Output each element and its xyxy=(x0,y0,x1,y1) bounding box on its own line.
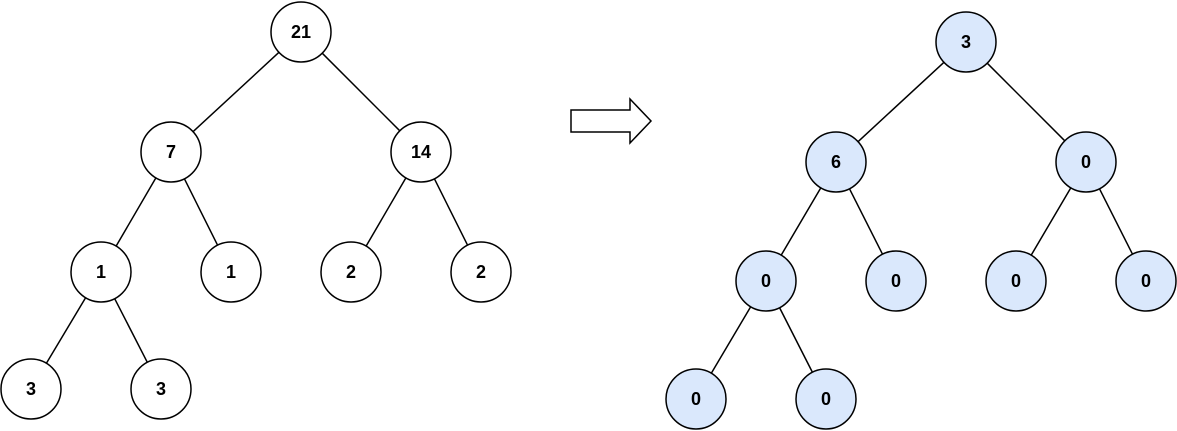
left-tree-edge-r-rl xyxy=(365,177,407,247)
right-tree-nodes: 3 6 0 0 0 0 0 0 0 xyxy=(665,11,1177,430)
right-tree-node-label: 0 xyxy=(891,271,901,291)
right-tree-node-circle xyxy=(795,368,857,430)
right-tree-edge-root-r xyxy=(986,62,1066,142)
right-tree-edge-l-lr xyxy=(848,188,884,255)
left-tree-edge-root-l xyxy=(192,51,280,133)
left-tree-node-label: 7 xyxy=(166,142,176,162)
left-tree-node-circle xyxy=(320,241,382,303)
left-tree-edge-ll-llr xyxy=(114,298,148,363)
left-tree-node-r: 14 xyxy=(390,121,452,183)
left-tree-edge-ll-lll xyxy=(45,297,87,364)
right-tree-node-circle xyxy=(1055,131,1117,193)
left-tree-node-ll: 1 xyxy=(70,241,132,303)
left-tree-node-label: 2 xyxy=(346,262,356,282)
right-tree-node-label: 0 xyxy=(761,271,771,291)
left-tree-nodes: 21 7 14 1 1 2 2 3 3 xyxy=(0,1,512,420)
right-tree-node-circle xyxy=(735,250,797,312)
right-tree-node-circle xyxy=(1115,250,1177,312)
left-tree-node-l: 7 xyxy=(140,121,202,183)
right-tree-node-circle xyxy=(935,11,997,73)
left-tree-node-circle xyxy=(130,358,192,420)
right-tree-node-root: 3 xyxy=(935,11,997,73)
right-tree-edge-ll-lll xyxy=(710,306,752,374)
right-tree-node-circle xyxy=(805,131,867,193)
left-tree-node-label: 14 xyxy=(411,142,431,162)
left-tree-node-circle xyxy=(390,121,452,183)
right-tree-node-ll: 0 xyxy=(735,250,797,312)
left-tree-node-label: 3 xyxy=(26,379,36,399)
right-arrow-icon xyxy=(570,97,653,145)
right-tree-node-circle xyxy=(985,250,1047,312)
left-tree-edge-r-rr xyxy=(433,178,469,246)
right-tree-node-lll: 0 xyxy=(665,368,727,430)
left-tree-edge-root-r xyxy=(321,52,401,132)
right-tree-node-label: 0 xyxy=(821,389,831,409)
left-tree-node-circle xyxy=(200,241,262,303)
left-tree-edges xyxy=(45,51,469,364)
right-tree-node-rr: 0 xyxy=(1115,250,1177,312)
right-tree-node-r: 0 xyxy=(1055,131,1117,193)
left-tree-node-lll: 3 xyxy=(0,358,62,420)
right-tree-node-label: 0 xyxy=(691,389,701,409)
left-tree-node-circle xyxy=(140,121,202,183)
left-tree-node-label: 2 xyxy=(476,262,486,282)
left-tree-node-llr: 3 xyxy=(130,358,192,420)
right-tree-node-label: 3 xyxy=(961,32,971,52)
right-tree-edges xyxy=(710,61,1134,374)
left-tree-node-lr: 1 xyxy=(200,241,262,303)
right-tree-node-llr: 0 xyxy=(795,368,857,430)
right-tree-edge-r-rr xyxy=(1098,188,1134,255)
right-tree-node-label: 0 xyxy=(1141,271,1151,291)
right-tree-node-circle xyxy=(665,368,727,430)
left-tree-node-label: 21 xyxy=(291,22,311,42)
right-tree-node-rl: 0 xyxy=(985,250,1047,312)
right-tree-node-lr: 0 xyxy=(865,250,927,312)
right-tree-node-label: 6 xyxy=(831,152,841,172)
left-tree-node-circle xyxy=(70,241,132,303)
left-tree-node-circle xyxy=(270,1,332,63)
left-tree-edge-l-lr xyxy=(183,178,219,246)
right-tree-edge-r-rl xyxy=(1030,187,1072,256)
right-tree-node-label: 0 xyxy=(1081,152,1091,172)
left-tree-node-label: 1 xyxy=(226,262,236,282)
right-tree-node-circle xyxy=(865,250,927,312)
left-tree-node-circle xyxy=(0,358,62,420)
left-tree-node-rr: 2 xyxy=(450,241,512,303)
right-tree-edge-l-ll xyxy=(780,187,822,256)
right-tree-node-label: 0 xyxy=(1011,271,1021,291)
left-tree-node-root: 21 xyxy=(270,1,332,63)
left-tree-node-label: 1 xyxy=(96,262,106,282)
left-tree-node-rl: 2 xyxy=(320,241,382,303)
left-tree-node-label: 3 xyxy=(156,379,166,399)
left-tree-node-circle xyxy=(450,241,512,303)
right-tree-node-l: 6 xyxy=(805,131,867,193)
right-tree-edge-ll-llr xyxy=(778,307,814,373)
left-tree-edge-l-ll xyxy=(115,177,157,247)
right-tree-edge-root-l xyxy=(857,61,945,143)
